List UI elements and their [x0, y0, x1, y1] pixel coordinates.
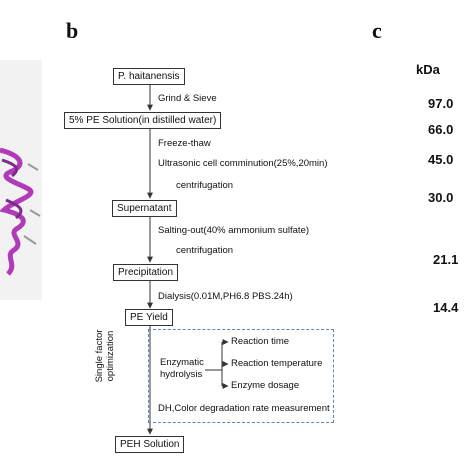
marker-66: 66.0	[428, 122, 454, 137]
protein-ribbon-icon	[0, 147, 41, 276]
protein-structure-image	[0, 60, 42, 300]
optimization-label-line2: optimization	[105, 330, 116, 382]
node-source: P. haitanensis	[113, 68, 185, 85]
step-dialysis: Dialysis(0.01M,PH6.8 PBS.24h)	[158, 291, 293, 302]
panel-label-c: c	[372, 18, 382, 43]
step-centrifugation-2: centrifugation	[176, 245, 234, 256]
enzymatic-label-line2: hydrolysis	[160, 369, 203, 380]
optimization-label: Single factor optimization	[94, 308, 118, 404]
factor-enzyme-dosage: Enzyme dosage	[231, 380, 300, 391]
marker-97: 97.0	[428, 96, 454, 111]
node-precipitation: Precipitation	[113, 264, 179, 281]
step-freeze-thaw: Freeze-thaw	[158, 138, 211, 149]
enzymatic-label-line1: Enzymatic	[160, 357, 204, 368]
marker-14: 14.4	[433, 300, 459, 315]
marker-21: 21.1	[433, 252, 459, 267]
node-peh-solution: PEH Solution	[115, 436, 185, 453]
marker-30: 30.0	[428, 190, 454, 205]
optimization-region	[148, 329, 334, 423]
marker-unit-label: kDa	[416, 62, 440, 77]
panel-label-b: b	[66, 18, 79, 43]
factor-reaction-time: Reaction time	[231, 336, 290, 347]
node-supernatant: Supernatant	[112, 200, 177, 217]
step-grind: Grind & Sieve	[158, 93, 217, 104]
step-measurement: DH,Color degradation rate measurement	[158, 403, 330, 414]
step-centrifugation-1: centrifugation	[176, 180, 234, 191]
optimization-label-line1: Single factor	[94, 329, 105, 383]
factor-reaction-temperature: Reaction temperature	[231, 358, 323, 369]
node-pe-solution: 5% PE Solution(in distilled water)	[64, 112, 222, 129]
node-pe-yield: PE Yield	[125, 309, 173, 326]
step-salting-out: Salting-out(40% ammonium sulfate)	[158, 225, 310, 236]
marker-45: 45.0	[428, 152, 454, 167]
step-ultrasonic: Ultrasonic cell comminution(25%,20min)	[158, 158, 328, 169]
